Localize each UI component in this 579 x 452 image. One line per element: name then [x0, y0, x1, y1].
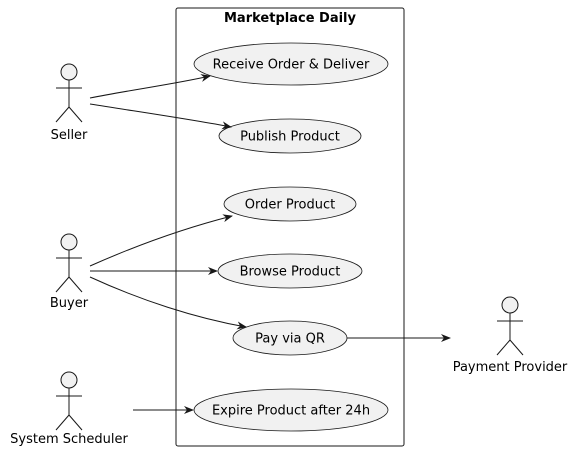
association-seller-receive-order	[89, 74, 211, 99]
actor-stick-figure-icon	[496, 296, 524, 356]
use-case-pay-via-qr[interactable]: Pay via QR	[232, 320, 348, 356]
use-case-receive-order[interactable]: Receive Order & Deliver	[193, 42, 389, 86]
actor-stick-figure-icon	[55, 371, 83, 431]
use-case-order-product[interactable]: Order Product	[223, 186, 357, 222]
use-case-label: Expire Product after 24h	[212, 404, 370, 419]
actor-buyer[interactable]: Buyer	[50, 233, 89, 311]
association-buyer-order-product	[89, 214, 233, 267]
actor-payment-provider[interactable]: Payment Provider	[453, 296, 568, 375]
use-case-label: Pay via QR	[255, 332, 325, 347]
actor-label: Buyer	[50, 296, 89, 311]
actor-system-scheduler[interactable]: System Scheduler	[10, 371, 128, 447]
association-buyer-pay-via-qr	[89, 276, 247, 330]
association-seller-publish-product	[89, 103, 232, 130]
system-title: Marketplace Daily	[224, 11, 357, 26]
use-case-label: Order Product	[245, 198, 335, 213]
use-case-label: Publish Product	[240, 130, 340, 145]
use-case-label: Browse Product	[240, 265, 341, 280]
actor-seller[interactable]: Seller	[51, 63, 88, 143]
actor-label: Seller	[51, 128, 88, 143]
actor-stick-figure-icon	[55, 233, 83, 293]
actor-stick-figure-icon	[55, 63, 83, 123]
use-case-expire-product[interactable]: Expire Product after 24h	[193, 388, 389, 432]
use-case-publish-product[interactable]: Publish Product	[218, 118, 362, 154]
use-case-label: Receive Order & Deliver	[213, 58, 370, 73]
use-case-browse-product[interactable]: Browse Product	[217, 253, 363, 289]
actor-label: System Scheduler	[10, 432, 128, 447]
actor-label: Payment Provider	[453, 360, 568, 375]
system-boundary: Marketplace Daily	[175, 7, 405, 447]
